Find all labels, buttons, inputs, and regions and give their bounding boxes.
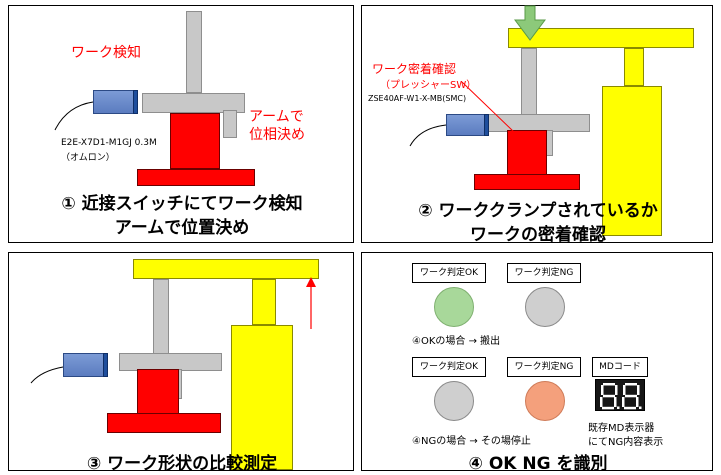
sensor-model: E2E-X7D1-M1GJ 0.3M (61, 138, 157, 148)
proximity-sensor (63, 353, 105, 377)
arm-column (186, 11, 202, 93)
panel-4: ワーク判定OK ワーク判定NG ④OKの場合 → 搬出 ワーク判定OK ワーク判… (361, 252, 713, 474)
sensor-maker: （オムロン） (61, 153, 115, 163)
caption: ④ OK NG を識別 (468, 454, 608, 474)
arm-label-line2: 位相決め (249, 127, 305, 143)
panel-1: ワーク検知 アームで 位相決め E2E-X7D1-M1GJ 0.3M （オムロン… (8, 5, 354, 243)
proximity-sensor-tip (103, 353, 108, 377)
display-note-line1: 既存MD表示器 (588, 423, 655, 434)
ng-result: ④NGの場合 → その場停止 (412, 436, 531, 447)
press-arrow-icon (514, 5, 546, 41)
workpiece-base (474, 174, 580, 190)
ng-lamp-on (525, 381, 565, 421)
measuring-pillar (602, 86, 662, 236)
proximity-sensor-tip (133, 90, 138, 114)
panel-3: ③ ワーク形状の比較測定 (8, 252, 354, 474)
display-note-line2: にてNG内容表示 (588, 437, 664, 448)
arm-side-block (223, 110, 237, 138)
measuring-beam (133, 259, 319, 279)
measuring-pillar (231, 325, 293, 470)
check-label-line2: （プレッシャーSW） (380, 80, 477, 91)
lift-arrow-icon (30, 277, 316, 384)
seven-segment-digits-icon (600, 383, 642, 410)
ng-label-2: ワーク判定NG (507, 357, 581, 377)
md-label: MDコード (592, 357, 648, 377)
workpiece-base (107, 413, 221, 433)
workpiece (507, 130, 547, 176)
measuring-pillar-top (252, 279, 276, 325)
panel-2: ワーク密着確認 （プレッシャーSW） ZSE40AF-W1-X-MB(SMC) … (361, 5, 713, 245)
caption-line1: ① 近接スイッチにてワーク検知 (61, 194, 303, 214)
caption-line2: ワークの密着確認 (470, 225, 606, 245)
arm-column (153, 279, 169, 355)
caption-line1: ② ワーククランプされているか (418, 201, 658, 221)
measuring-beam (508, 28, 694, 48)
ok-label-2: ワーク判定OK (412, 357, 486, 377)
sensor-and-leader-lines (409, 81, 515, 147)
sensor-cable (54, 101, 94, 131)
proximity-sensor (93, 90, 135, 114)
md-seven-segment-display (595, 379, 645, 411)
ng-label-1: ワーク判定NG (507, 263, 581, 283)
ok-label-1: ワーク判定OK (412, 263, 486, 283)
ok-lamp-off (434, 381, 474, 421)
arm-label-line1: アームで (249, 109, 304, 125)
workpiece (170, 113, 220, 169)
workpiece (137, 369, 179, 415)
measuring-pillar-top (624, 48, 644, 86)
workpiece-base (137, 169, 255, 186)
check-label-line1: ワーク密着確認 (372, 62, 457, 76)
ok-result: ④OKの場合 → 搬出 (412, 336, 501, 347)
arm-clamp-plate (142, 93, 245, 113)
ok-lamp-on (434, 287, 474, 327)
switch-model: ZSE40AF-W1-X-MB(SMC) (368, 94, 467, 103)
caption: ③ ワーク形状の比較測定 (86, 454, 278, 474)
proximity-sensor-tip (484, 114, 489, 136)
caption-line2: アームで位置決め (114, 218, 250, 238)
ng-lamp-off (525, 287, 565, 327)
sensor-label: ワーク検知 (71, 45, 141, 61)
